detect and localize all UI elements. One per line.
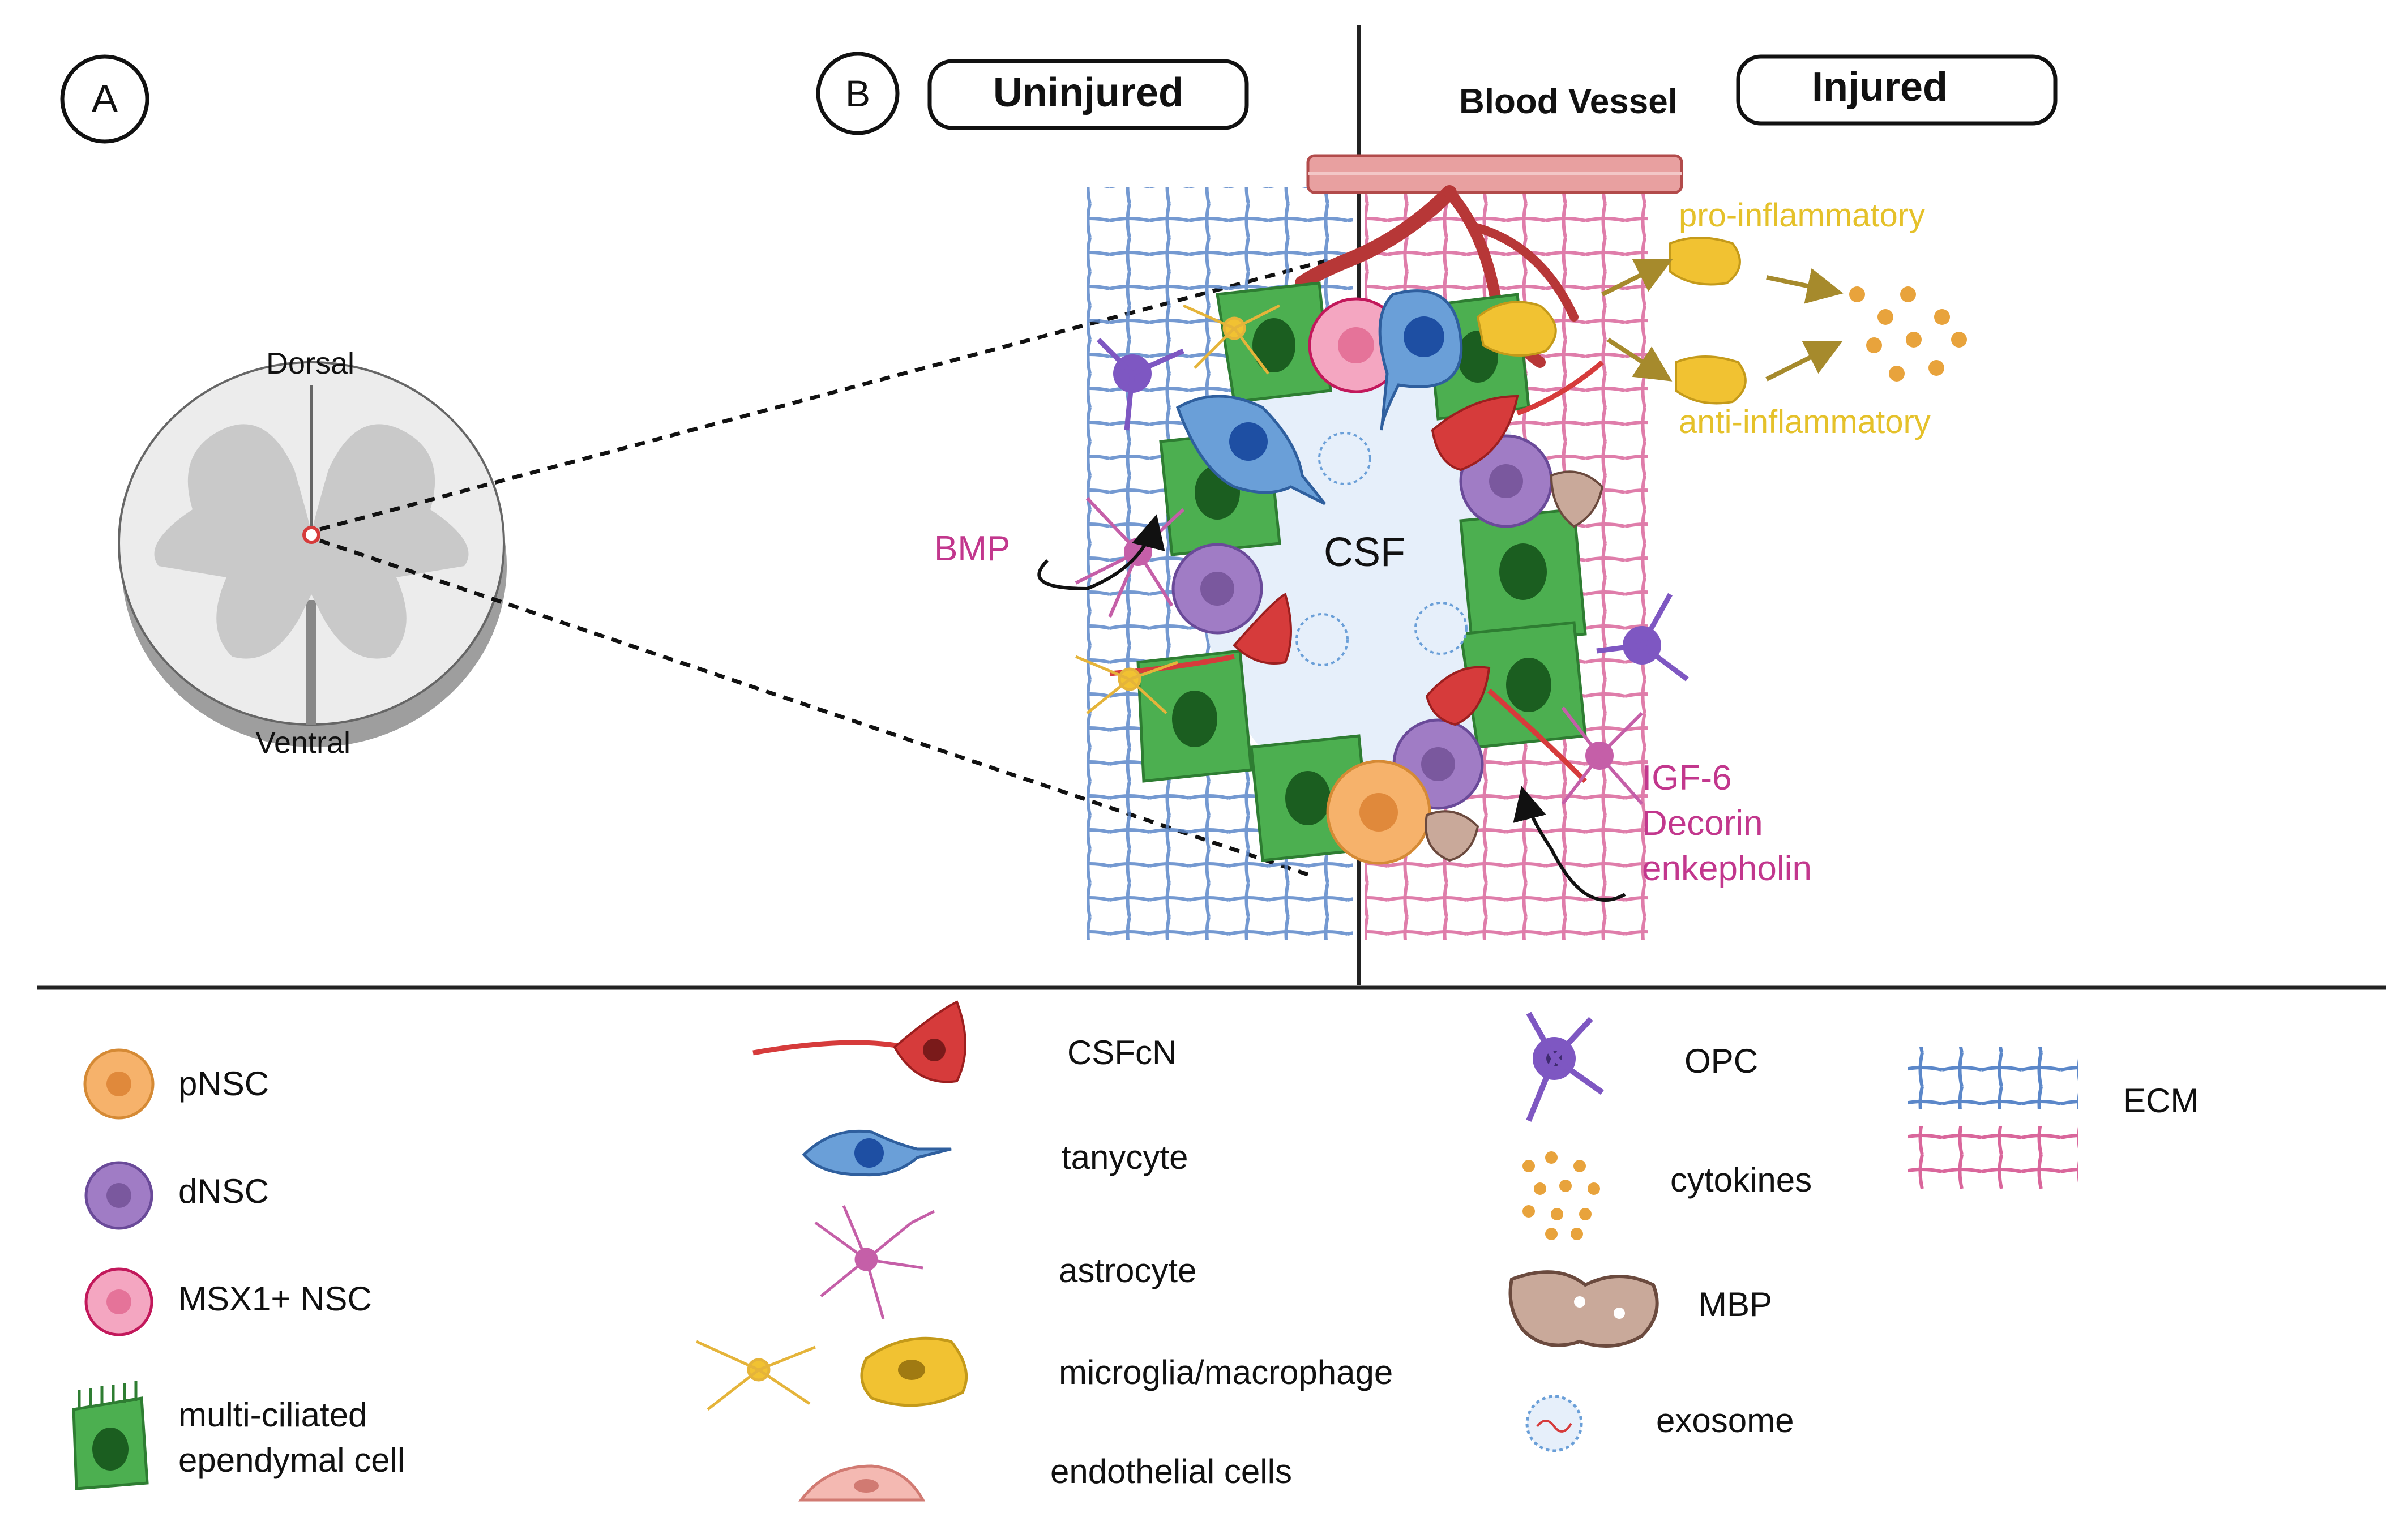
legend-exosome-icon [1525, 1395, 1583, 1452]
svg-text:B: B [845, 72, 870, 114]
svg-text:A: A [92, 76, 118, 121]
panel-a-label: A [60, 54, 149, 144]
legend-tanycyte-icon [802, 1129, 952, 1177]
legend-tanycyte-label: tanycyte [1062, 1138, 1188, 1176]
legend-msx1-label: MSX1+ NSC [178, 1280, 372, 1318]
inflammation-arrow-2 [1606, 337, 1673, 382]
legend-astrocyte-label: astrocyte [1059, 1252, 1196, 1289]
igf-arrow [1513, 786, 1626, 902]
legend-mbp-icon [1508, 1270, 1659, 1348]
svg-text:Injured: Injured [1812, 65, 1948, 110]
inflammation-arrow-1 [1601, 259, 1673, 297]
legend-endothelial-label: endothelial cells [1050, 1452, 1292, 1490]
legend-opc-label: OPC [1684, 1042, 1758, 1080]
legend-ependymal-label-1: multi-ciliated [178, 1396, 367, 1434]
legend-exosome-label: exosome [1656, 1402, 1794, 1439]
cytokines-panel [1849, 286, 1967, 382]
legend-pnsc-label: pNSC [178, 1065, 269, 1103]
blood-vessel-label: Blood Vessel [1459, 82, 1678, 121]
injured-label-box: Injured [1736, 54, 2058, 126]
legend-opc-icon [1526, 1012, 1604, 1122]
central-canal [302, 526, 320, 544]
svg-text:Uninjured: Uninjured [993, 70, 1183, 115]
bmp-label: BMP [934, 529, 1010, 568]
spinal-cord-section [118, 361, 507, 747]
legend-endothelial-icon [798, 1464, 926, 1502]
legend-astrocyte-icon [814, 1205, 935, 1319]
uninjured-label-box: Uninjured [927, 59, 1249, 130]
legend-pnsc-icon [83, 1048, 155, 1120]
dnsc-nuclei [1200, 464, 1523, 781]
legend-ecm-label: ECM [2123, 1082, 2199, 1120]
microglia-panel [1075, 304, 1281, 714]
legend-dnsc-label: dNSC [178, 1172, 269, 1210]
ventral-label: Ventral [255, 726, 350, 760]
tanycyte-cell [1175, 289, 1463, 505]
legend-msx1-icon [84, 1267, 153, 1336]
exosomes [1295, 432, 1468, 666]
anti-inflammatory-label: anti-inflammatory [1679, 404, 1931, 440]
legend-cytokines-icon [1522, 1151, 1600, 1240]
microglia-injured-cells [1476, 237, 1747, 405]
csfcn-cells [1233, 395, 1519, 726]
decorin-label: Decorin [1642, 804, 1763, 843]
igf6-label: IGF-6 [1642, 758, 1731, 798]
legend-ecm-blue-icon [1908, 1047, 2078, 1109]
legend-cytokines-label: cytokines [1670, 1161, 1812, 1199]
legend-ependymal-icon [72, 1381, 149, 1490]
dorsal-label: Dorsal [266, 346, 354, 380]
legend-microglia-label: microglia/macrophage [1059, 1353, 1393, 1391]
inflammation-arrow-4 [1765, 341, 1843, 382]
legend-csfcn-label: CSFcN [1067, 1034, 1177, 1072]
legend-ecm-pink-icon [1908, 1126, 2078, 1189]
pro-inflammatory-label: pro-inflammatory [1679, 197, 1925, 234]
enkepholin-label: enkepholin [1642, 849, 1812, 888]
legend-dnsc-icon [84, 1161, 153, 1230]
mbp-panel [1425, 470, 1604, 862]
panel-b-label: B [816, 52, 900, 135]
bmp-arrow [1037, 514, 1165, 591]
legend-mbp-label: MBP [1699, 1285, 1772, 1323]
opc-panel [1096, 337, 1689, 682]
legend-ependymal-label-2: ependymal cell [178, 1441, 405, 1479]
pnsc-cell [1326, 760, 1431, 865]
csf-label: CSF [1324, 530, 1405, 575]
legend-microglia-icon [695, 1336, 968, 1411]
inflammation-arrow-3 [1766, 268, 1844, 304]
legend-csfcn-icon [752, 1000, 966, 1083]
